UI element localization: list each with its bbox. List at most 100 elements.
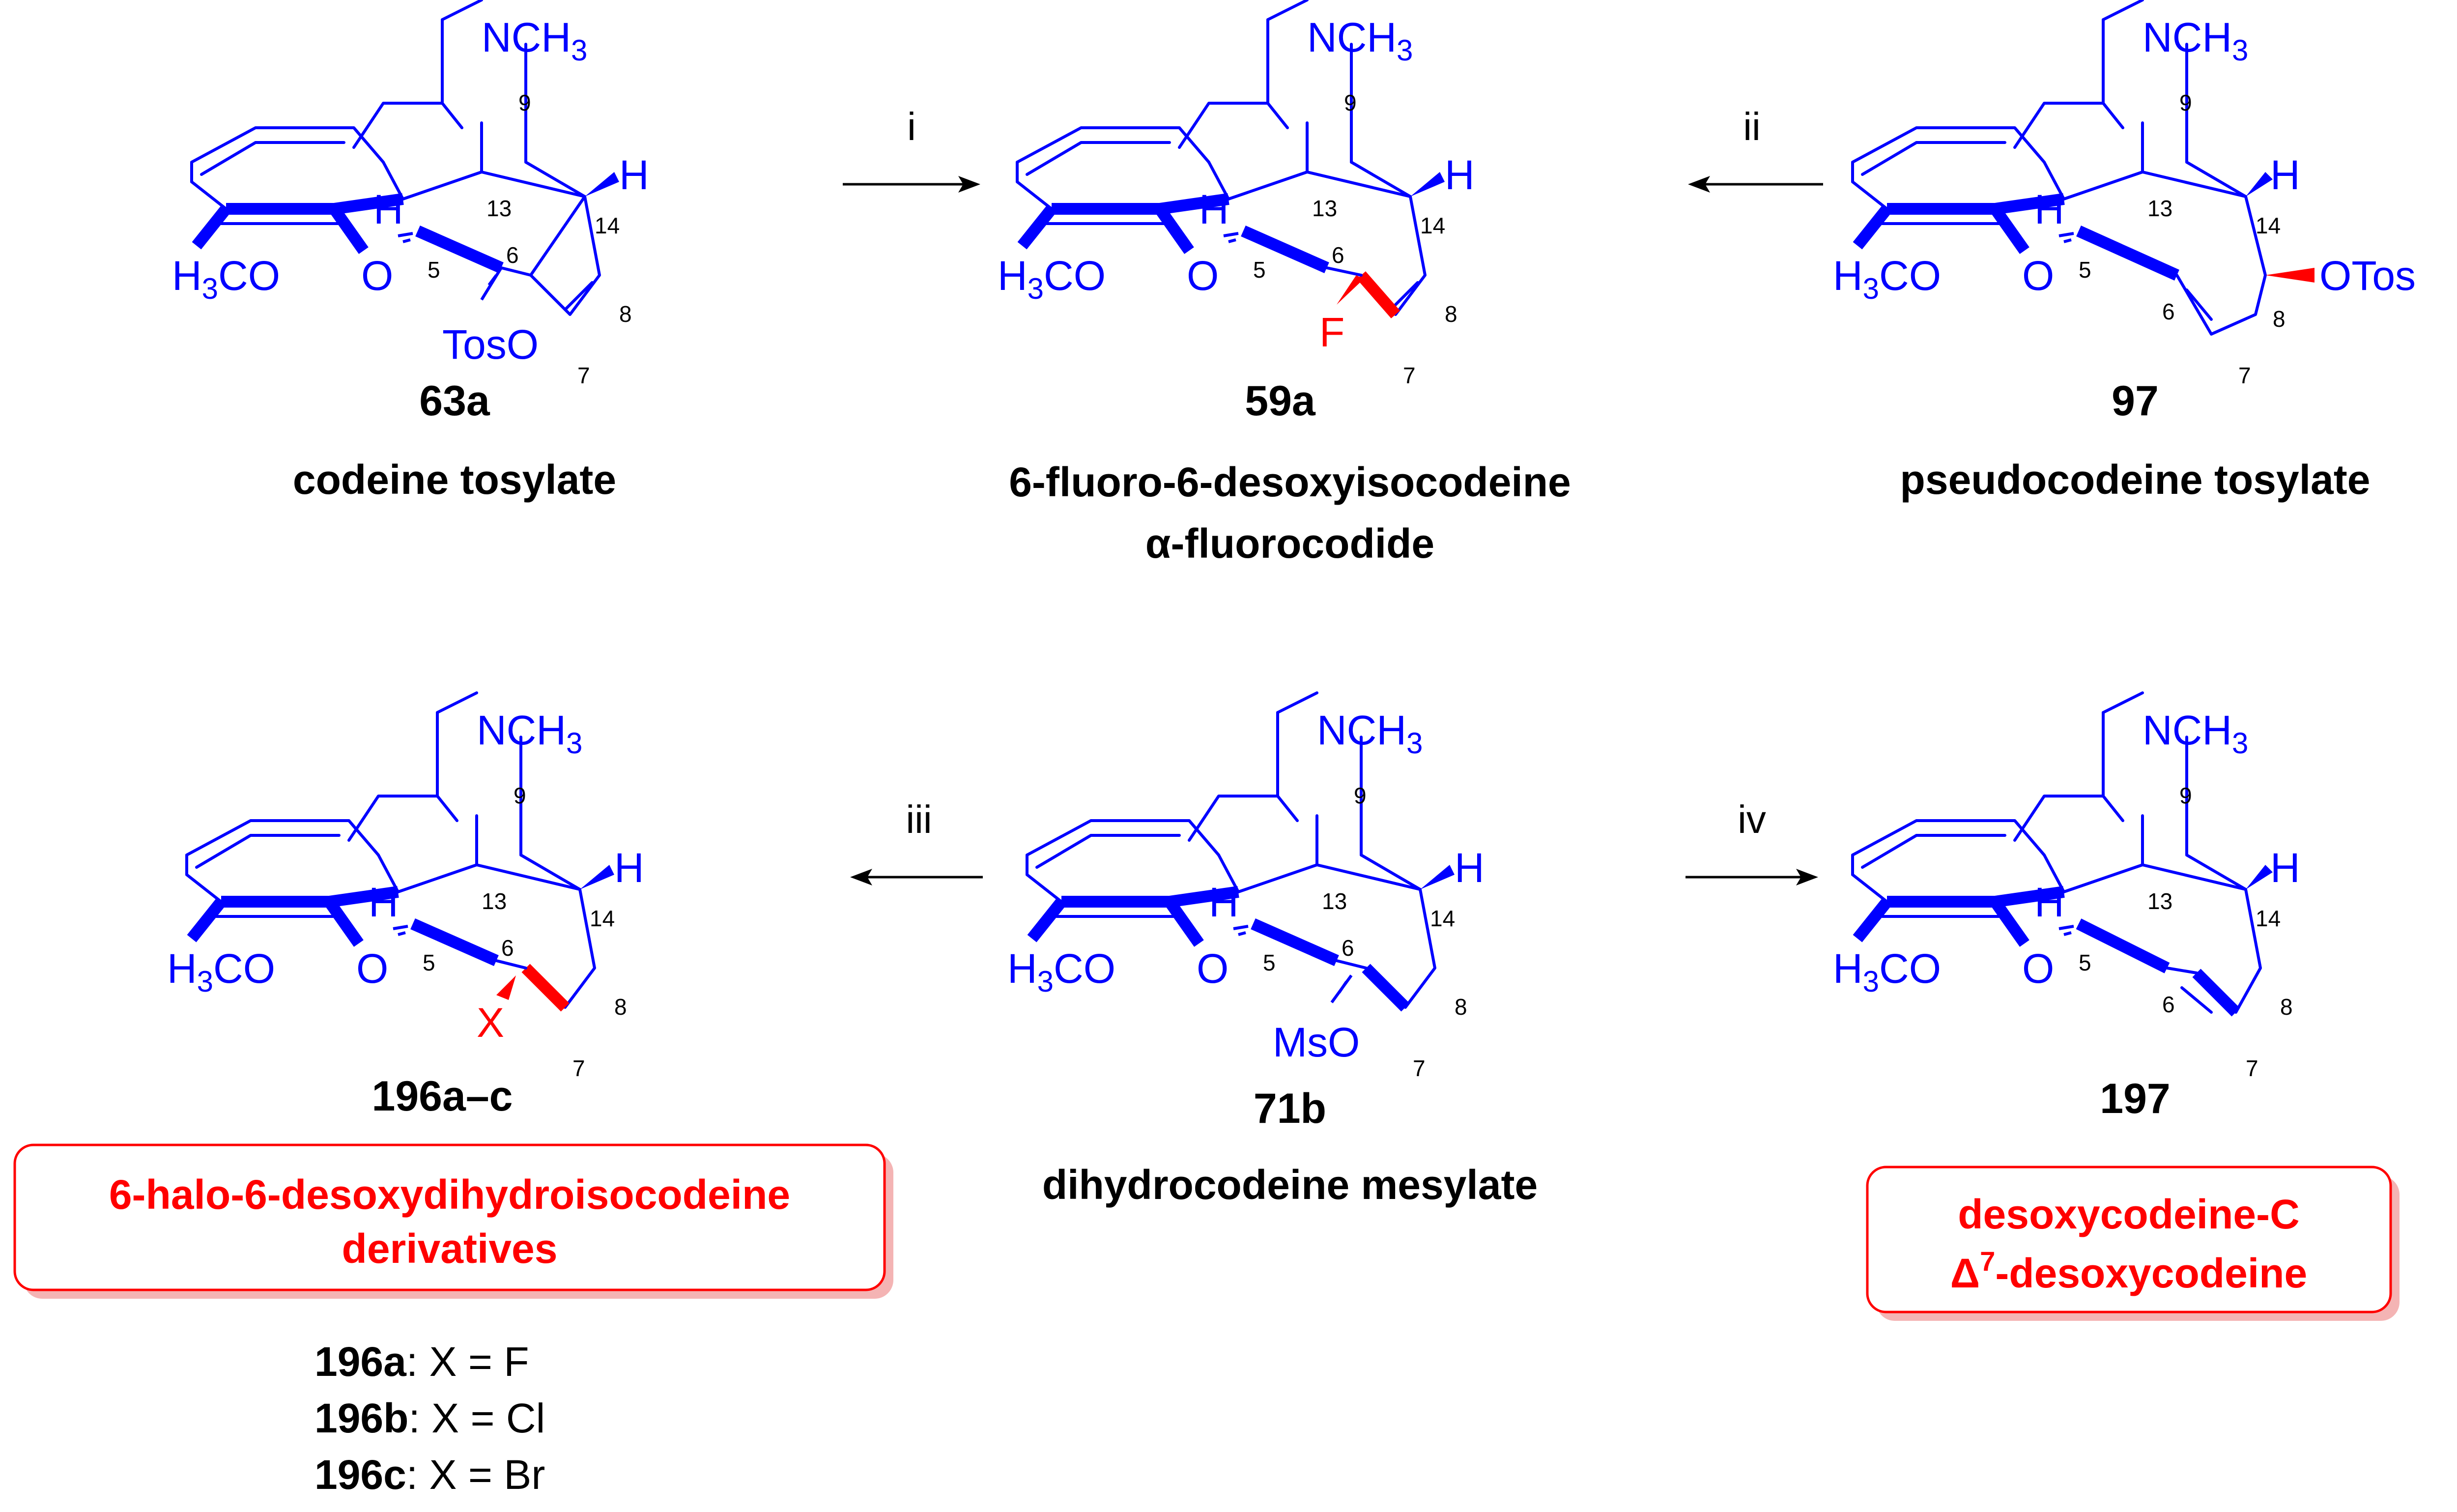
svg-text:6: 6 xyxy=(2162,992,2175,1017)
svg-text:5: 5 xyxy=(1253,257,1266,283)
svg-text:7: 7 xyxy=(2238,363,2251,388)
svg-text:H: H xyxy=(2034,879,2064,925)
svg-text:5: 5 xyxy=(2079,950,2091,975)
structure-97: NCH3 H3CO O H H OTos 9 13 14 5 6 8 7 xyxy=(1833,0,2416,388)
svg-text:8: 8 xyxy=(1455,994,1467,1020)
svg-text:8: 8 xyxy=(1445,301,1457,327)
arrow-label-i: i xyxy=(907,105,916,148)
structure-59a: NCH3 H3CO O H H F 9 13 14 5 6 8 7 xyxy=(998,0,1475,388)
svg-text:H: H xyxy=(1445,152,1475,198)
svg-text:14: 14 xyxy=(595,213,620,238)
h14-label: H xyxy=(619,152,649,198)
otos-wedge xyxy=(2265,268,2314,283)
svg-text:H: H xyxy=(1455,845,1485,891)
svg-text:NCH3: NCH3 xyxy=(1317,707,1423,760)
svg-text:H: H xyxy=(1209,879,1239,925)
svg-text:7: 7 xyxy=(2246,1056,2258,1081)
arrow-iv: iv xyxy=(1686,798,1818,885)
f-wedge xyxy=(1337,275,1364,305)
svg-text:9: 9 xyxy=(1344,90,1357,115)
compound-name-59a: 6-fluoro-6-desoxyisocodeine xyxy=(1009,459,1571,505)
svg-text:7: 7 xyxy=(1413,1056,1426,1081)
svg-text:H3CO: H3CO xyxy=(1833,253,1941,305)
svg-text:13: 13 xyxy=(482,888,507,914)
n-methyl-label: NCH3 xyxy=(482,14,587,67)
structure-196: NCH3 H3CO O H H X 9 13 14 5 6 8 7 xyxy=(167,693,644,1081)
compound-name-97: pseudocodeine tosylate xyxy=(1900,456,2371,503)
structure-71b: NCH3 H3CO O H H MsO 9 13 14 5 6 8 7 xyxy=(1007,693,1485,1081)
compound-name-197: desoxycodeine-C xyxy=(1958,1191,2300,1237)
structure-197: NCH3 H3CO O H H 9 13 14 5 6 8 7 xyxy=(1833,693,2300,1081)
svg-text:14: 14 xyxy=(590,906,615,931)
legend-196c: 196c: X = Br xyxy=(314,1452,545,1498)
compound-id-71b: 71b xyxy=(1254,1085,1326,1132)
svg-text:NCH3: NCH3 xyxy=(2143,707,2248,760)
svg-text:14: 14 xyxy=(2256,906,2281,931)
methoxy-label: H3CO xyxy=(172,253,280,305)
svg-text:8: 8 xyxy=(2273,306,2286,332)
compound-id-59a: 59a xyxy=(1245,377,1316,425)
svg-text:H: H xyxy=(2270,152,2300,198)
svg-text:O: O xyxy=(1197,945,1228,992)
highlight-box-197 xyxy=(1866,1166,2392,1313)
oxygen-label: O xyxy=(361,253,393,299)
svg-text:O: O xyxy=(1187,253,1219,299)
compound-alt-name-197: Δ7-desoxycodeine xyxy=(1950,1246,2307,1296)
arrow-i: i xyxy=(843,105,980,193)
compound-name-71b: dihydrocodeine mesylate xyxy=(1042,1162,1538,1208)
h5-label: H xyxy=(373,186,403,232)
svg-text:9: 9 xyxy=(2179,783,2192,808)
svg-text:9: 9 xyxy=(1354,783,1367,808)
svg-text:14: 14 xyxy=(1430,906,1455,931)
svg-text:H3CO: H3CO xyxy=(1833,945,1941,998)
arrow-label-iii: iii xyxy=(906,798,932,841)
svg-text:9: 9 xyxy=(514,783,526,808)
svg-text:7: 7 xyxy=(572,1056,585,1081)
svg-text:6: 6 xyxy=(1342,935,1354,961)
svg-text:8: 8 xyxy=(614,994,627,1020)
x-label: X xyxy=(477,999,504,1046)
svg-text:13: 13 xyxy=(2147,196,2172,221)
svg-text:NCH3: NCH3 xyxy=(1307,14,1413,67)
svg-text:H: H xyxy=(2270,845,2300,891)
svg-text:7: 7 xyxy=(1403,363,1416,388)
svg-text:H: H xyxy=(2034,186,2064,232)
svg-text:6: 6 xyxy=(501,935,514,961)
svg-text:9: 9 xyxy=(518,90,531,115)
svg-text:5: 5 xyxy=(423,950,435,975)
svg-text:7: 7 xyxy=(577,363,590,388)
highlight-box-196 xyxy=(13,1143,886,1291)
svg-text:O: O xyxy=(2022,253,2054,299)
compound-name-196-line2: derivatives xyxy=(342,1226,558,1272)
legend: 196a: X = F 196b: X = Cl 196c: X = Br xyxy=(314,1339,545,1498)
svg-text:8: 8 xyxy=(2280,994,2293,1020)
arrow-label-ii: ii xyxy=(1743,105,1761,148)
svg-text:6: 6 xyxy=(506,242,519,268)
svg-text:O: O xyxy=(356,945,388,992)
legend-196a: 196a: X = F xyxy=(314,1339,529,1385)
compound-alt-name-59a: α-fluorocodide xyxy=(1145,520,1434,567)
svg-text:H3CO: H3CO xyxy=(998,253,1106,305)
fluorine-label: F xyxy=(1319,309,1344,355)
svg-text:NCH3: NCH3 xyxy=(2143,14,2248,67)
svg-text:O: O xyxy=(2022,945,2054,992)
svg-text:13: 13 xyxy=(1312,196,1337,221)
svg-text:5: 5 xyxy=(1263,950,1276,975)
structure-63a: NCH3 H3CO O H H TosO 9 13 14 5 6 8 7 xyxy=(172,0,649,388)
svg-text:9: 9 xyxy=(2179,90,2192,115)
compound-id-97: 97 xyxy=(2112,377,2159,425)
arrow-ii: ii xyxy=(1688,105,1823,193)
svg-text:13: 13 xyxy=(1322,888,1347,914)
svg-text:8: 8 xyxy=(619,301,632,327)
compound-id-63a: 63a xyxy=(419,377,490,425)
svg-text:14: 14 xyxy=(1420,213,1445,238)
svg-text:5: 5 xyxy=(2079,257,2091,283)
x-wedge xyxy=(496,975,516,1000)
svg-text:5: 5 xyxy=(428,257,440,283)
compound-name-63a: codeine tosylate xyxy=(293,456,616,503)
svg-text:6: 6 xyxy=(1332,242,1344,268)
compound-name-196: 6-halo-6-desoxydihydroisocodeine xyxy=(109,1171,790,1218)
substituent-label: TosO xyxy=(442,321,539,368)
svg-text:6: 6 xyxy=(2162,299,2175,324)
